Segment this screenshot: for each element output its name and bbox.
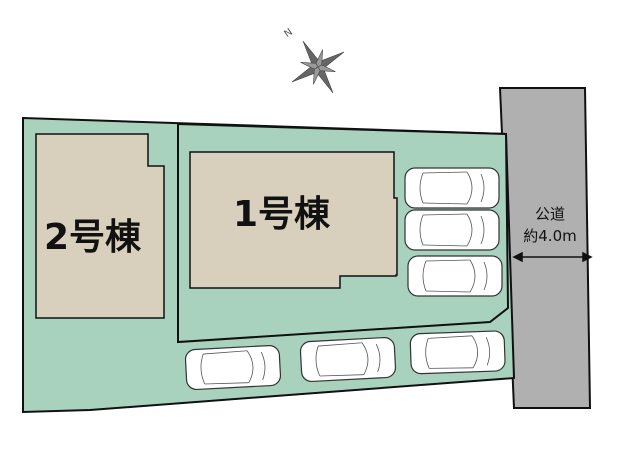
- parking-car-icon: [184, 344, 282, 391]
- parking-car-icon: [409, 330, 506, 375]
- building-1-label: 1号棟: [233, 194, 331, 235]
- north-label: N: [282, 27, 294, 40]
- road-width: 約4.0m: [523, 227, 577, 245]
- compass-rose-icon: [291, 40, 345, 94]
- parking-car-icon: [404, 209, 500, 251]
- building-2-footprint: [35, 133, 165, 319]
- building-1-footprint: [189, 151, 398, 289]
- building-2-label: 2号棟: [44, 217, 142, 258]
- road-name: 公道: [534, 205, 565, 223]
- parking-car-icon: [299, 336, 397, 383]
- road-width-arrow: [512, 251, 593, 263]
- parking-car-icon: [404, 167, 500, 209]
- parking-car-icon: [407, 255, 503, 297]
